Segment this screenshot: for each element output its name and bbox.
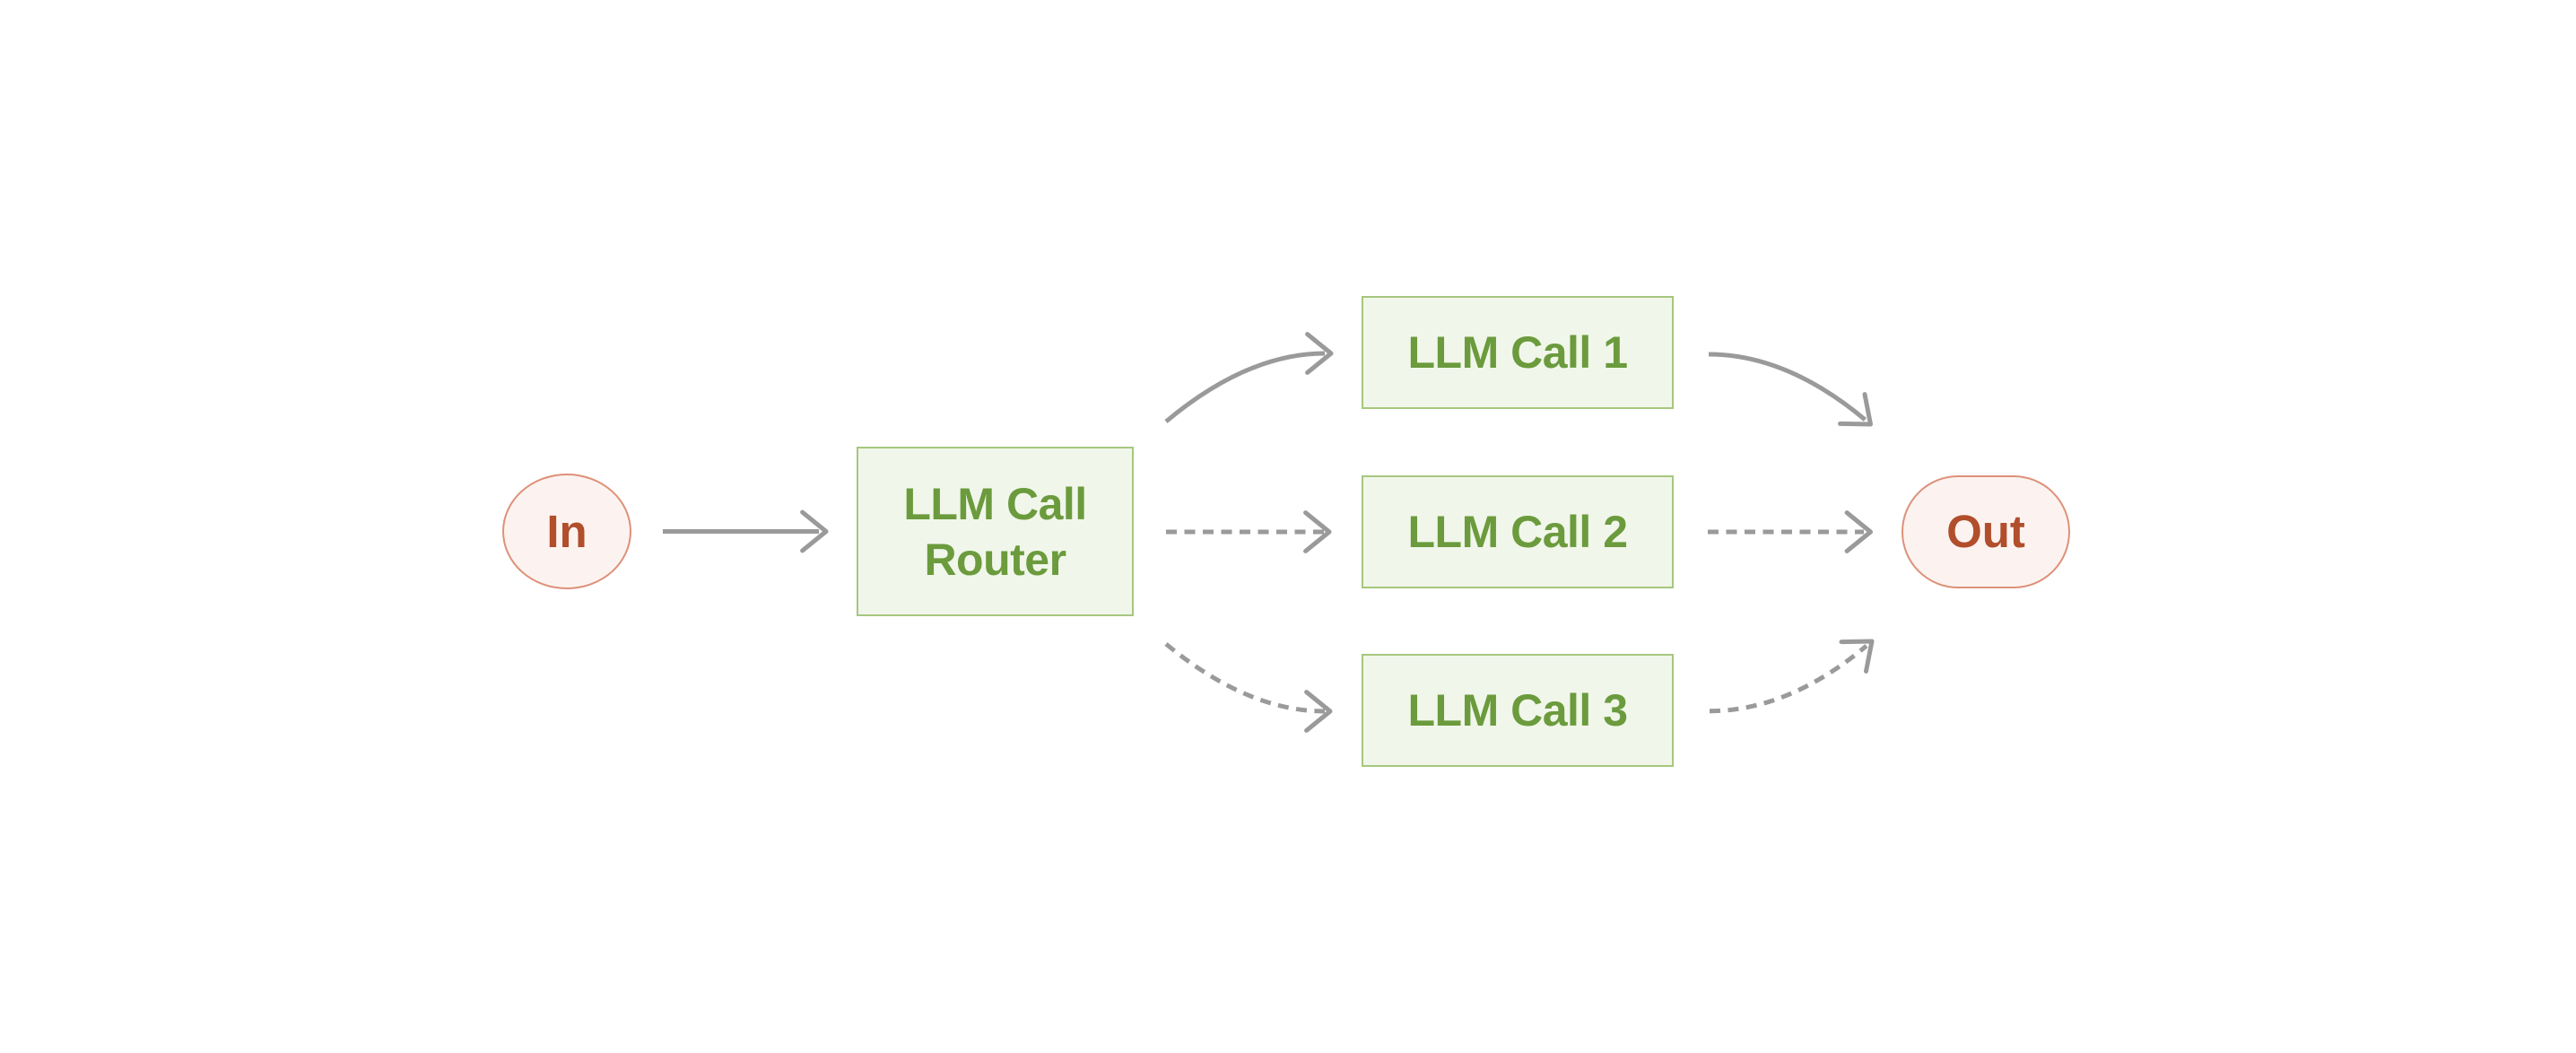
node-in: In (502, 474, 631, 589)
node-llm-call-2: LLM Call 2 (1362, 475, 1674, 588)
edge-call2-to-out (1708, 510, 1873, 553)
node-in-label: In (546, 505, 587, 557)
node-llm-call-3: LLM Call 3 (1362, 654, 1674, 767)
edge-call3-to-out (1709, 639, 1875, 714)
node-llm-call-2-label: LLM Call 2 (1407, 507, 1628, 557)
node-llm-call-1: LLM Call 1 (1362, 296, 1674, 409)
edge-call1-to-out (1708, 352, 1873, 427)
edge-in-to-router (663, 509, 829, 553)
edge-router-to-call1 (1164, 332, 1334, 423)
edge-router-to-call2 (1166, 510, 1332, 553)
node-llm-call-1-label: LLM Call 1 (1407, 327, 1628, 378)
node-llm-call-router-label: LLM Call Router (903, 478, 1087, 585)
node-llm-call-3-label: LLM Call 3 (1407, 685, 1628, 735)
node-out: Out (1902, 475, 2070, 588)
node-llm-call-router: LLM Call Router (857, 447, 1134, 616)
node-out-label: Out (1946, 506, 2025, 557)
edge-router-to-call3 (1164, 642, 1333, 733)
